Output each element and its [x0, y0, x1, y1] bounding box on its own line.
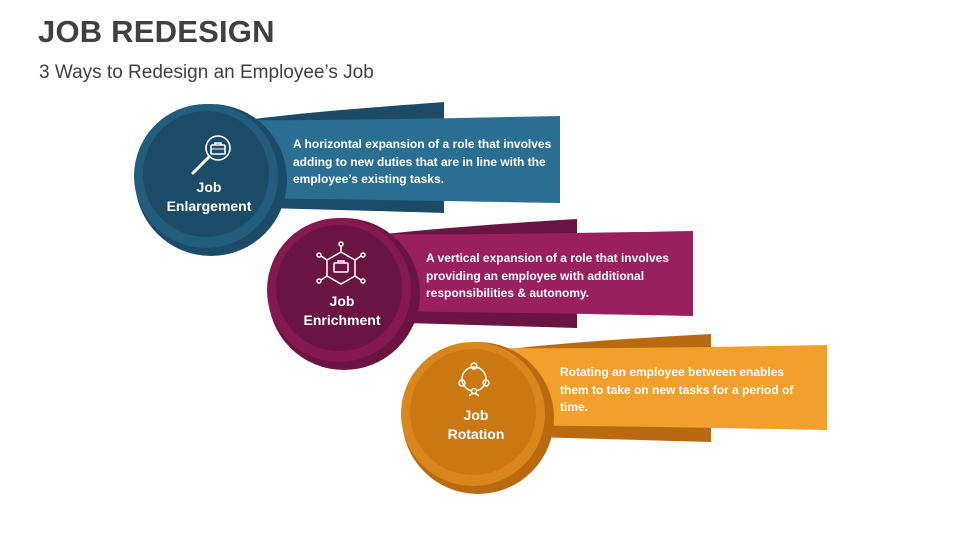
rotation-label-line1: Job: [463, 407, 489, 423]
enlargement-label: Job Enlargement: [144, 178, 274, 216]
rotation-label: Job Rotation: [411, 406, 541, 444]
ribbon-front: [366, 231, 693, 316]
magnifier-briefcase-icon: [191, 135, 231, 175]
circle-inner: [143, 111, 269, 237]
ribbon-front: [232, 116, 560, 203]
enrichment-description: A vertical expansion of a role that invo…: [426, 251, 669, 300]
enrichment-label-line2: Enrichment: [303, 312, 381, 328]
rotation-description: Rotating an employee between enables the…: [560, 365, 794, 414]
enlargement-label-line2: Enlargement: [166, 198, 252, 214]
enlargement-label-line1: Job: [196, 179, 222, 195]
ribbon-front: [500, 345, 827, 430]
item-rotation: [401, 334, 827, 494]
enrichment-label: Job Enrichment: [277, 292, 407, 330]
item-enlargement: [134, 102, 560, 256]
item-enrichment: [267, 218, 693, 370]
rotation-label-line2: Rotation: [447, 426, 505, 442]
people-cycle-icon: [458, 362, 490, 397]
briefcase-network-icon: [316, 241, 366, 285]
circle-inner: [410, 349, 536, 475]
page-subtitle: 3 Ways to Redesign an Employee’s Job: [39, 62, 374, 83]
circle-inner: [276, 225, 402, 351]
page-title: JOB REDESIGN: [38, 14, 275, 49]
enlargement-description: A horizontal expansion of a role that in…: [293, 137, 552, 186]
enrichment-label-line1: Job: [329, 293, 355, 309]
